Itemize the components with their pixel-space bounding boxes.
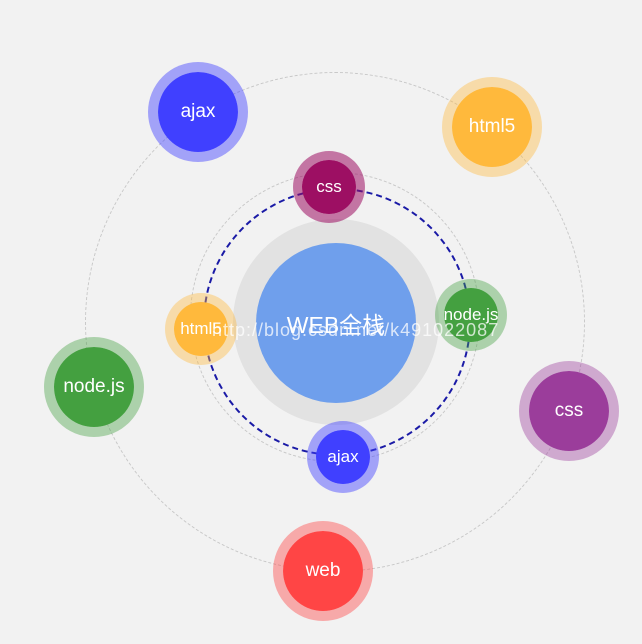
bubble-label: css	[316, 177, 342, 196]
center-circle[interactable]: WEB全栈	[256, 243, 416, 403]
inner-bubble-css[interactable]: css	[293, 151, 365, 223]
bubble-label: css	[554, 400, 584, 421]
inner-bubble-html5[interactable]: html5	[165, 293, 237, 365]
bubble-label: node.js	[443, 305, 499, 324]
bubble-label: html5	[468, 116, 516, 137]
bubble-label: web	[305, 560, 341, 581]
outer-bubble-html5[interactable]: html5	[442, 77, 542, 177]
outer-bubble-css[interactable]: css	[519, 361, 619, 461]
watermark-text: http://blog.csdn.net/k491022087	[212, 320, 500, 340]
inner-bubble-nodejs[interactable]: node.js	[435, 279, 507, 351]
outer-bubble-nodejs[interactable]: node.js	[44, 337, 144, 437]
bubble-label: node.js	[63, 376, 125, 397]
bubble-label: ajax	[180, 101, 216, 122]
bubble-label: ajax	[327, 447, 359, 466]
outer-bubble-ajax[interactable]: ajax	[148, 62, 248, 162]
outer-bubble-web[interactable]: web	[273, 521, 373, 621]
center-label: WEB全栈	[286, 312, 386, 338]
bubble-label: html5	[180, 319, 222, 338]
inner-bubble-ajax[interactable]: ajax	[307, 421, 379, 493]
